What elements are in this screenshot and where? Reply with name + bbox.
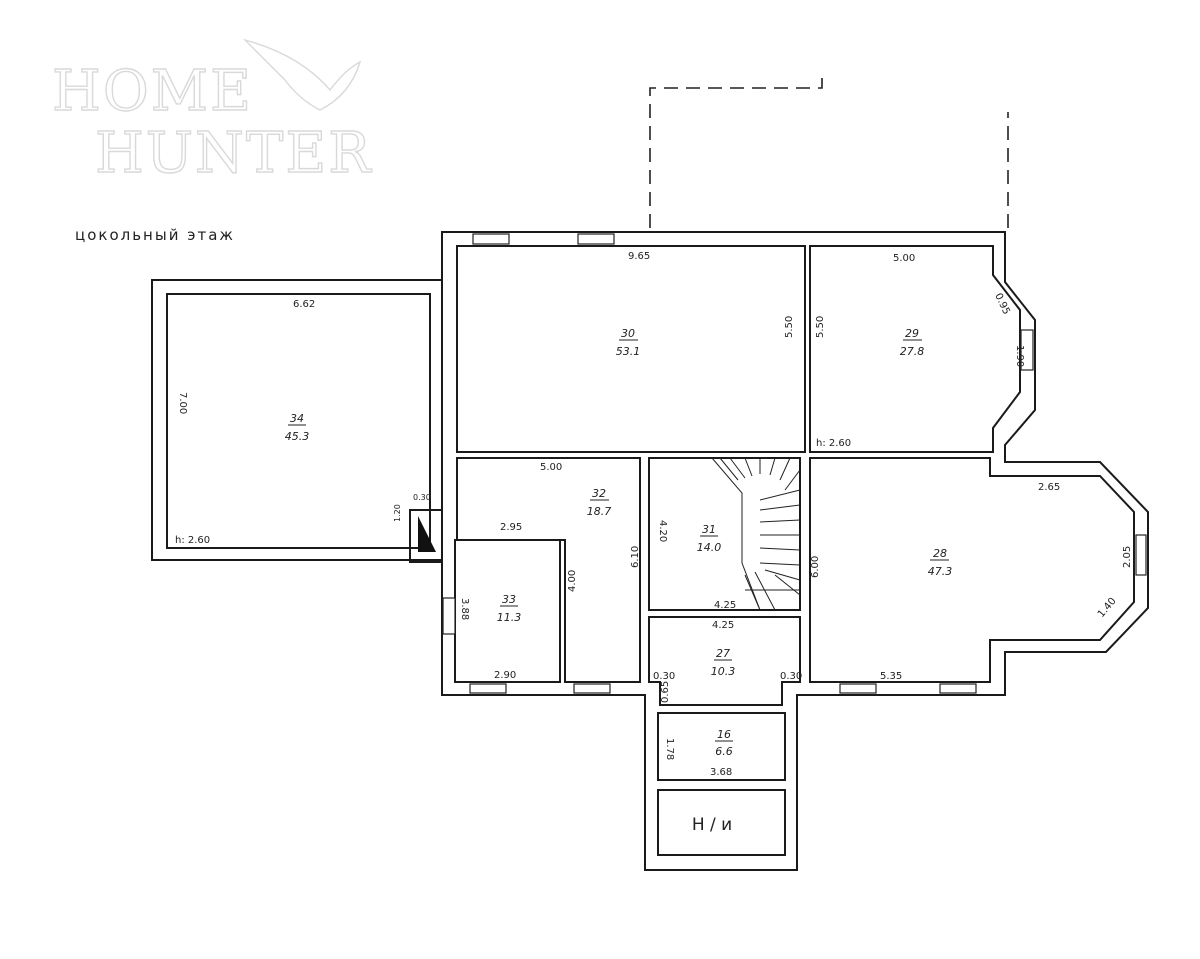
dim: 0.65 — [660, 681, 671, 703]
dim: 5.50 — [815, 316, 826, 338]
staircase — [711, 457, 801, 611]
dim: 6.10 — [630, 546, 641, 568]
main-outer-wall — [441, 231, 1149, 871]
room-number: 31 — [702, 523, 716, 536]
dim: 5.35 — [880, 671, 902, 682]
room-area: 53.1 — [616, 345, 641, 358]
dim: 4.25 — [714, 600, 736, 611]
dim: 1.78 — [664, 738, 675, 760]
floor-title: цокольный этаж — [75, 226, 235, 244]
dashed-outline — [649, 72, 1009, 228]
dim: 4.00 — [567, 570, 578, 592]
dim: 9.65 — [628, 251, 650, 262]
room-area: 11.3 — [497, 611, 522, 624]
height-label: h: 2.60 — [816, 438, 851, 449]
dim: 4.25 — [712, 620, 734, 631]
room-number: 28 — [933, 547, 947, 560]
room-number: 32 — [592, 487, 606, 500]
room-number: 33 — [502, 593, 516, 606]
room-numbers: 34 45.3 30 53.1 29 27.8 32 18.7 33 11.3 … — [285, 327, 953, 835]
dim: 7.00 — [177, 392, 188, 414]
room-area: 10.3 — [711, 665, 736, 678]
room-labels — [288, 339, 949, 742]
dimension-labels: 6.62 7.00 9.65 5.50 5.00 5.50 0.95 1.90 … — [177, 251, 1133, 778]
home-hunter-logo: HOME HUNTER — [51, 38, 372, 187]
dim: 1.40 — [1096, 596, 1119, 620]
room-number: 29 — [905, 327, 919, 340]
dim: 1.20 — [393, 504, 402, 522]
dim: 1.90 — [1014, 345, 1025, 367]
dim: 3.88 — [459, 598, 470, 620]
logo-line2: HUNTER — [95, 121, 372, 186]
logo-line1: HOME — [52, 59, 253, 124]
dim: 2.95 — [500, 522, 522, 533]
room-area: 47.3 — [928, 565, 953, 578]
dim: 0.30 — [653, 671, 675, 682]
dim: 2.65 — [1038, 482, 1060, 493]
height-label: h: 2.60 — [175, 535, 210, 546]
room-area: 27.8 — [900, 345, 925, 358]
room-walls — [454, 245, 1135, 856]
dim: 3.68 — [710, 767, 732, 778]
dim: 4.20 — [657, 520, 668, 542]
dim: 0.30 — [413, 493, 431, 502]
room-number: 30 — [621, 327, 635, 340]
dim: 5.00 — [893, 253, 915, 264]
eagle-icon — [242, 38, 362, 111]
windows — [442, 233, 1147, 694]
dim: 0.30 — [780, 671, 802, 682]
dim: 6.00 — [810, 556, 821, 578]
vent-shaft-icon — [418, 516, 436, 552]
dim: 6.62 — [293, 299, 315, 310]
dim: 5.00 — [540, 462, 562, 473]
room-number: 34 — [290, 412, 304, 425]
unheated-label: Н / и — [692, 815, 732, 835]
room-number: 27 — [716, 647, 730, 660]
room-area: 18.7 — [587, 505, 612, 518]
room-area: 14.0 — [697, 541, 722, 554]
dim: 2.05 — [1122, 546, 1133, 568]
dim: 2.90 — [494, 670, 516, 681]
dim: 5.50 — [784, 316, 795, 338]
room-area: 6.6 — [715, 745, 733, 758]
room-area: 45.3 — [285, 430, 310, 443]
room-number: 16 — [717, 728, 731, 741]
